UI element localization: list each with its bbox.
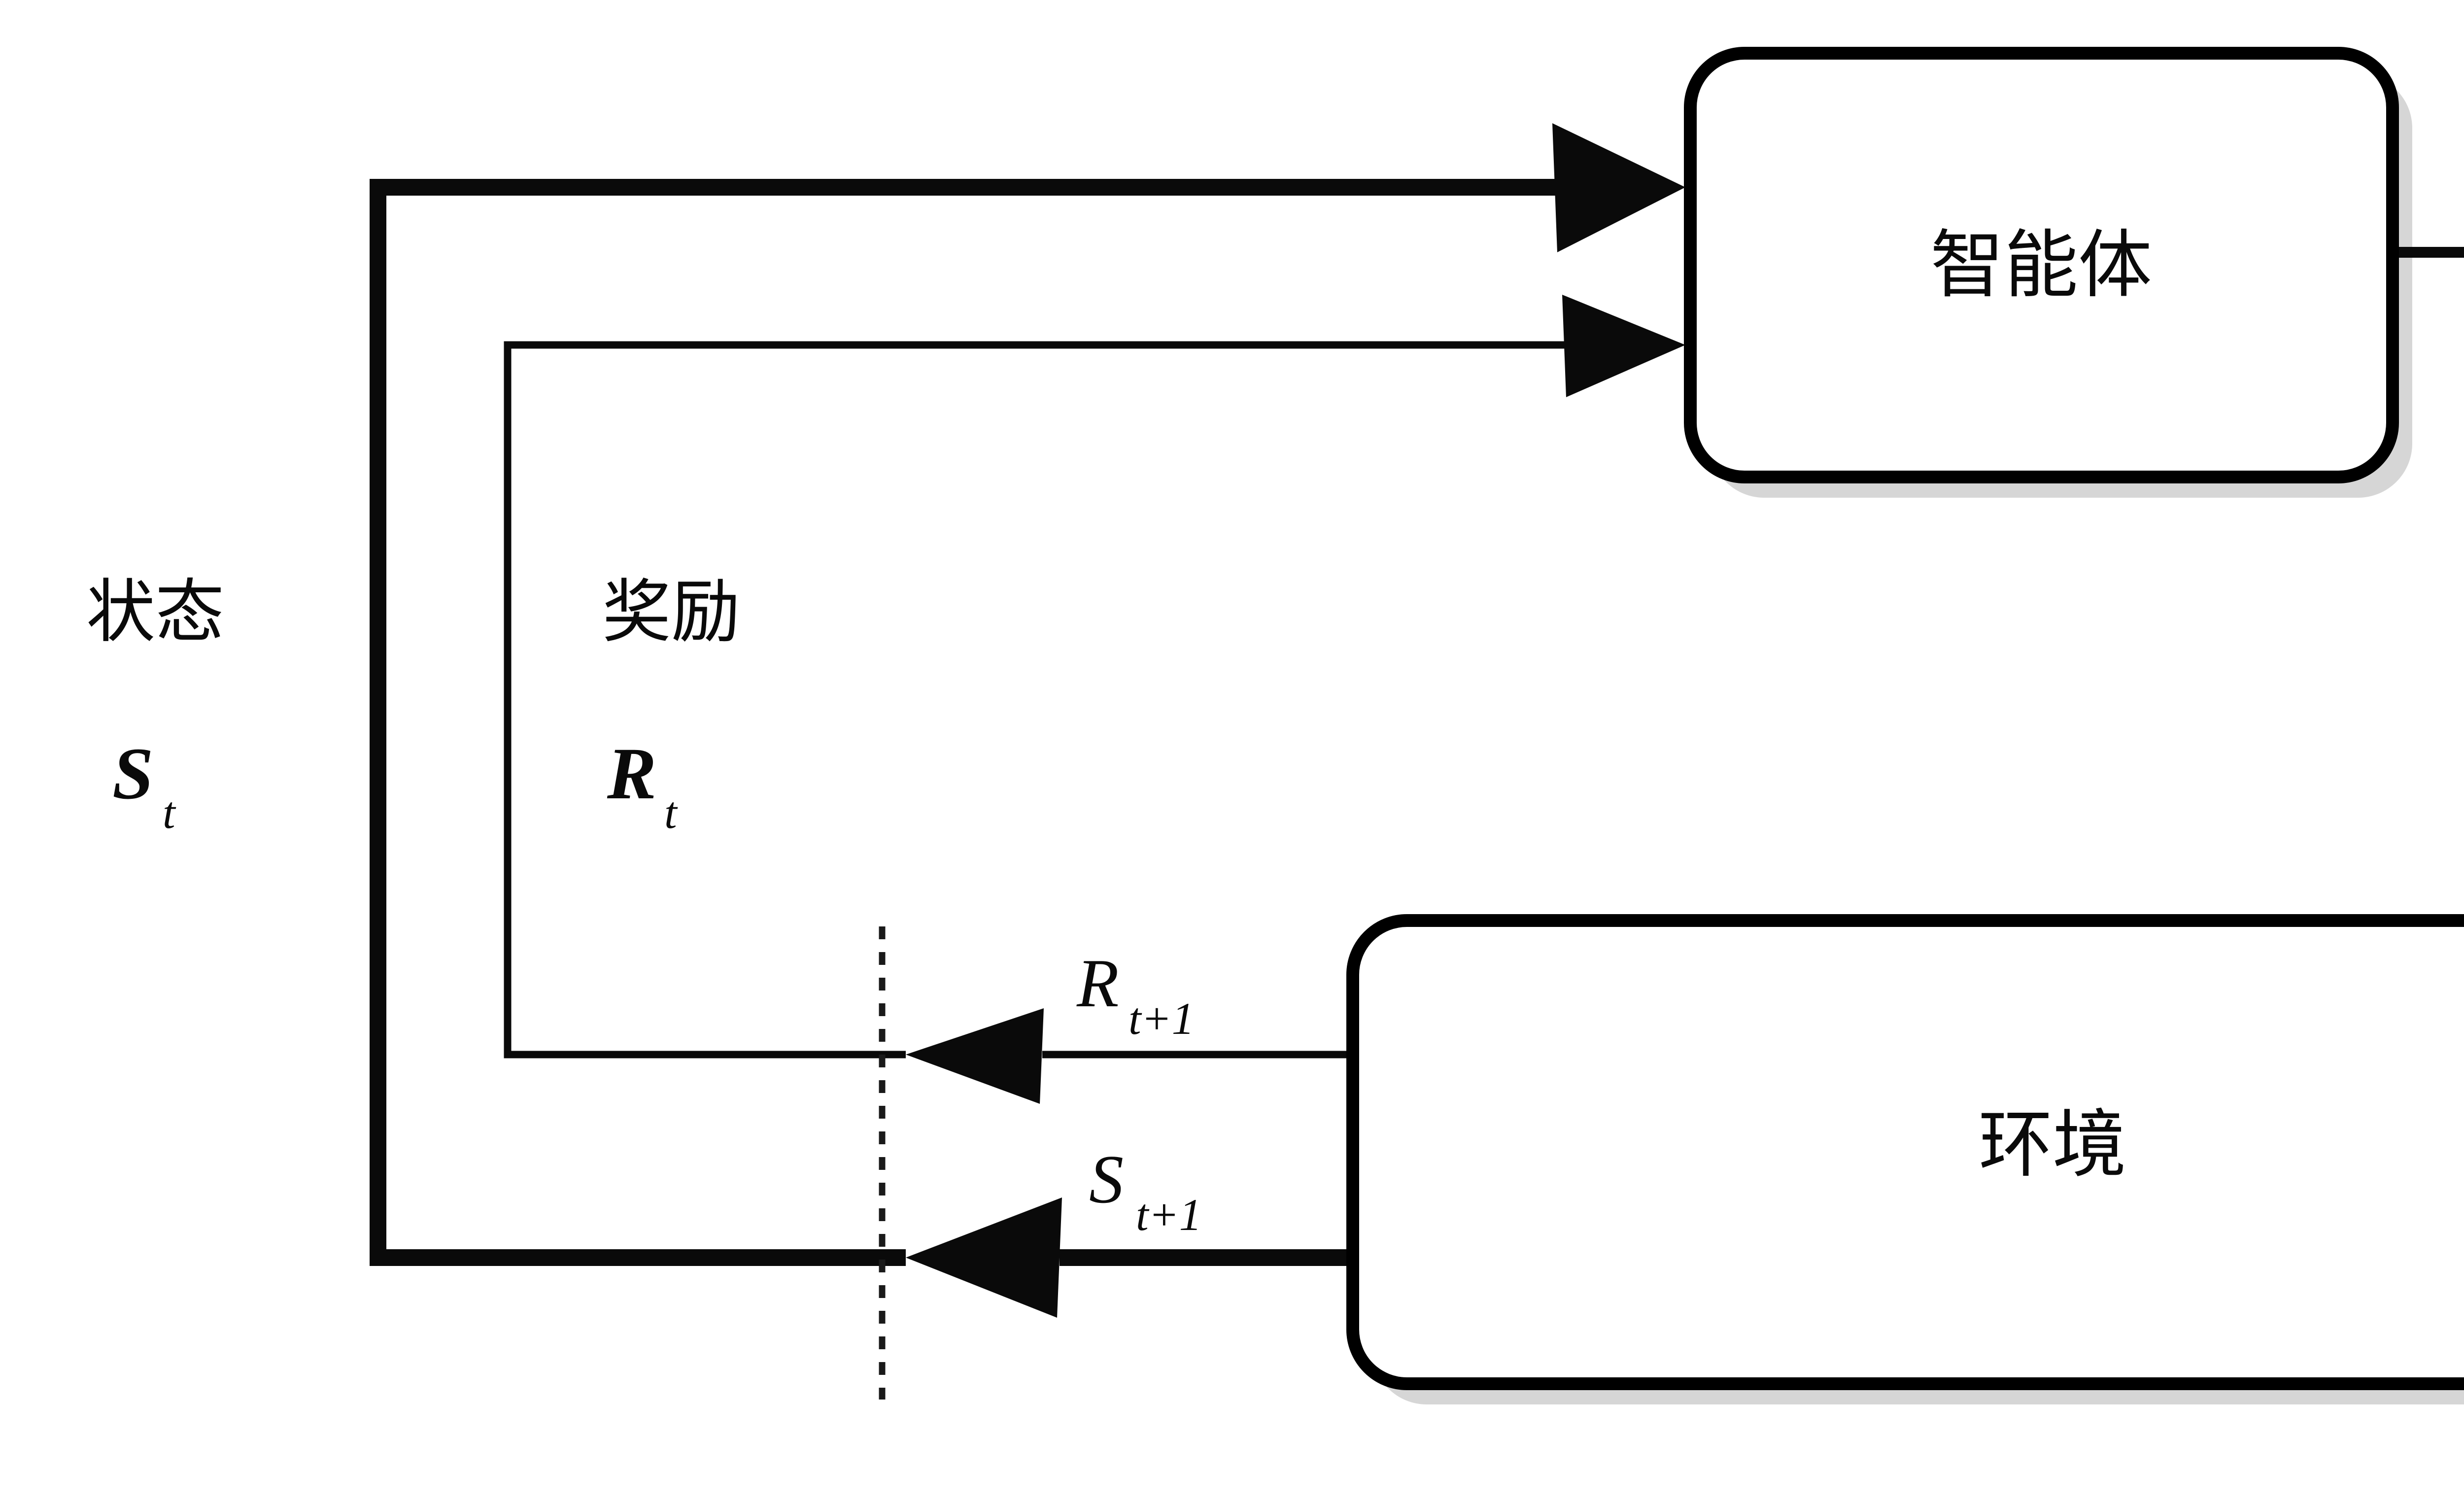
state-loop-path (370, 179, 1597, 1266)
reward-label-group: 奖励 R t (602, 575, 740, 838)
state-symbol: S (112, 733, 153, 815)
environment-label: 环境 (1979, 1104, 2126, 1186)
state-label-cjk: 状态 (86, 575, 224, 651)
reward-next-subscript: t+1 (1129, 993, 1195, 1044)
state-next-symbol: S (1089, 1141, 1124, 1218)
environment-node[interactable]: 环境 (1346, 914, 2464, 1390)
state-next-arrowhead (906, 1197, 1062, 1318)
reward-subscript: t (664, 787, 678, 838)
reward-next-label-group: R t+1 (1076, 945, 1195, 1044)
state-next-subscript: t+1 (1136, 1190, 1202, 1240)
reward-label-cjk: 奖励 (602, 575, 740, 651)
state-to-agent-arrowhead (1552, 123, 1685, 252)
environment-box[interactable] (1346, 914, 2464, 1390)
agent-label: 智能体 (1930, 225, 2152, 307)
state-subscript: t (163, 787, 176, 838)
state-next-label-group: S t+1 (1089, 1141, 1202, 1240)
reward-next-symbol: R (1076, 945, 1119, 1022)
agent-node[interactable]: 智能体 (1684, 47, 2399, 483)
edge-state-to-agent (370, 123, 1685, 1318)
reward-to-agent-arrowhead (1562, 295, 1685, 397)
reward-symbol: R (607, 733, 656, 815)
reward-next-arrowhead (906, 1008, 1044, 1104)
state-label-group: 状态 S t (86, 575, 224, 838)
reward-loop-path (504, 341, 1597, 1059)
edge-reward-to-agent (504, 295, 1685, 1104)
agent-box[interactable] (1684, 47, 2399, 483)
